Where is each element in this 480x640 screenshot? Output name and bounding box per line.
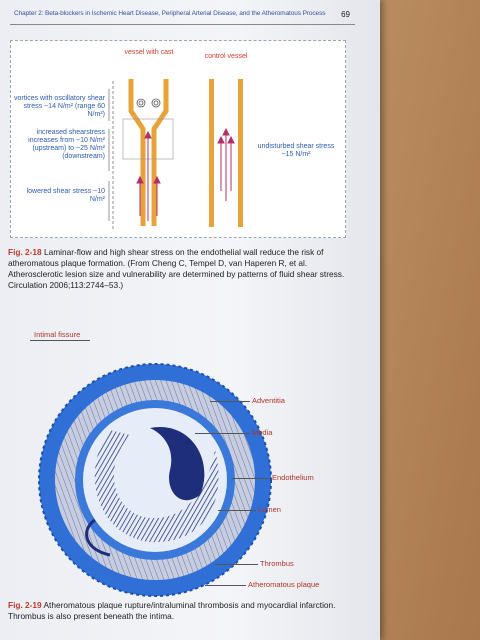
label-intimal-fissure: Intimal fissure [34,330,81,339]
label-lowered-shear: lowered shear stress ~10 N/m² [26,188,105,203]
label-lumen: Lumen [258,505,281,514]
label-media: Media [252,428,273,437]
leader-lumen [218,510,256,511]
leader-atheromatous-plaque [205,585,246,586]
label-thrombus: Thrombus [260,559,294,568]
label-endothelium: Endothelium [272,473,314,482]
caption-2-19-label: Fig. 2-19 [8,600,42,610]
shear-stress-diagram [108,79,243,231]
caption-2-18: Fig. 2-18 Laminar-flow and high shear st… [8,247,358,291]
label-undisturbed-shear: undisturbed shear stress ~15 N/m² [257,143,335,158]
leader-media [195,433,250,434]
running-head: Chapter 2: Beta-blockers in Ischemic Hea… [14,10,326,17]
label-control-vessel: control vessel [204,53,248,60]
artery-cross-section [38,363,272,597]
leader-intimal-fissure [30,340,90,341]
caption-2-18-text: Laminar-flow and high shear stress on th… [8,247,345,290]
leader-adventitia [210,401,250,402]
leader-thrombus [215,564,258,565]
page-number: 69 [341,10,350,19]
book-page: Chapter 2: Beta-blockers in Ischemic Hea… [0,0,380,640]
header-rule [10,24,355,25]
label-vortices: vortices with oscillatory shear stress ~… [13,95,105,118]
caption-2-19: Fig. 2-19 Atheromatous plaque rupture/in… [8,600,358,622]
caption-2-19-text: Atheromatous plaque rupture/intraluminal… [8,600,336,621]
label-vessel-with-cast: vessel with cast [124,49,174,56]
label-atheromatous-plaque: Atheromatous plaque [248,580,320,589]
figure-2-18: vessel with cast control vessel vortices… [10,40,346,238]
leader-endothelium [232,478,270,479]
label-adventitia: Adventitia [252,396,285,405]
label-increased-shear: increased shearstress increases from ~10… [28,129,105,160]
caption-2-18-label: Fig. 2-18 [8,247,42,257]
